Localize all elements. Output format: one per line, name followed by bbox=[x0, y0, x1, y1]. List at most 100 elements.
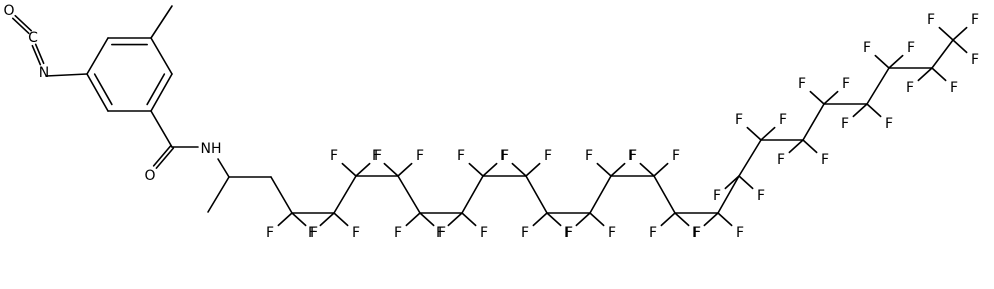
fluorine-label: F bbox=[438, 225, 446, 241]
isocyanate-carbon-label: C bbox=[28, 30, 38, 46]
c-f-bond bbox=[532, 212, 548, 227]
ring-bond bbox=[150, 73, 173, 112]
fluorine-label: F bbox=[779, 112, 787, 128]
fluorine-label: F bbox=[735, 112, 743, 128]
isocyanate-nitrogen-label: N bbox=[39, 65, 49, 81]
fluorine-label: F bbox=[736, 225, 744, 241]
fluorine-label: F bbox=[628, 148, 636, 164]
c-f-bond bbox=[724, 175, 740, 190]
c-f-bond bbox=[874, 54, 890, 69]
carbonyl-double-bond bbox=[155, 147, 175, 169]
carbonyl-double-bond bbox=[152, 145, 172, 167]
fluorine-label: F bbox=[374, 148, 382, 164]
c-f-bond bbox=[938, 26, 954, 41]
fluorine-label: F bbox=[906, 80, 914, 96]
c-f-bond bbox=[596, 162, 612, 177]
c-f-bond bbox=[760, 126, 776, 141]
c-f-bond bbox=[333, 212, 349, 227]
c-f-bond bbox=[674, 212, 690, 227]
chain-bond bbox=[717, 175, 740, 214]
chain-bond bbox=[270, 176, 293, 214]
c-f-bond bbox=[717, 212, 733, 227]
c-f-bond bbox=[866, 103, 882, 118]
fluorine-label: F bbox=[757, 188, 765, 204]
c-f-bond bbox=[610, 162, 626, 177]
c-f-bond bbox=[341, 162, 357, 177]
fluorine-label: F bbox=[501, 148, 509, 164]
fluorine-label: F bbox=[394, 225, 402, 241]
c-f-bond bbox=[653, 162, 669, 177]
c-f-bond bbox=[888, 54, 904, 69]
fluorine-label: F bbox=[480, 225, 488, 241]
carbonyl-carbon-bond bbox=[150, 110, 173, 148]
isocyanate-oc-bond bbox=[11, 17, 30, 35]
chain-bond bbox=[397, 175, 421, 214]
fluorine-label: F bbox=[629, 148, 637, 164]
chain-bond bbox=[866, 67, 890, 105]
c-f-bond bbox=[447, 212, 463, 227]
c-f-bond bbox=[525, 162, 541, 177]
ring-bond bbox=[86, 37, 109, 75]
ch-methyl-bond bbox=[207, 176, 230, 213]
c-f-bond bbox=[397, 162, 413, 177]
ring-inner-bond bbox=[146, 73, 166, 106]
chain-bond bbox=[802, 103, 825, 141]
fluorine-label: F bbox=[950, 80, 958, 96]
fluorine-label: F bbox=[693, 225, 701, 241]
carbonyl-oxygen-label: O bbox=[144, 168, 155, 184]
c-f-bond bbox=[823, 90, 839, 105]
fluorine-label: F bbox=[971, 12, 979, 28]
isocyanate-cn-bond bbox=[34, 43, 45, 65]
c-f-bond bbox=[461, 212, 477, 227]
ring-bond bbox=[150, 37, 173, 75]
c-f-bond bbox=[809, 90, 825, 105]
c-f-bond bbox=[546, 212, 562, 227]
c-f-bond bbox=[511, 162, 527, 177]
c-f-bond bbox=[319, 212, 335, 227]
c-f-bond bbox=[952, 39, 968, 54]
fluorine-label: F bbox=[863, 40, 871, 56]
fluorine-label: F bbox=[457, 148, 465, 164]
c-f-bond bbox=[703, 212, 719, 227]
fluorine-label: F bbox=[521, 225, 529, 241]
c-f-bond bbox=[660, 212, 676, 227]
isocyanate-oc-bond bbox=[14, 14, 33, 32]
fluorine-label: F bbox=[842, 76, 850, 92]
isocyanate-oxygen-label: O bbox=[3, 3, 14, 19]
fluorine-label: F bbox=[821, 152, 829, 168]
isocyanate-n-bond bbox=[45, 73, 88, 77]
fluorine-label: F bbox=[416, 148, 424, 164]
chain-bond bbox=[461, 175, 484, 214]
c-f-bond bbox=[482, 162, 498, 177]
c-f-bond bbox=[383, 162, 399, 177]
methyl-bond bbox=[150, 5, 173, 39]
c-f-bond bbox=[589, 212, 605, 227]
chain-bond bbox=[931, 39, 954, 69]
c-f-bond bbox=[802, 139, 818, 154]
fluorine-label: F bbox=[565, 225, 573, 241]
c-f-bond bbox=[746, 126, 762, 141]
fluorine-label: F bbox=[585, 148, 593, 164]
c-f-bond bbox=[405, 212, 421, 227]
fluorine-label: F bbox=[330, 148, 338, 164]
c-f-bond bbox=[291, 212, 307, 227]
fluorine-label: F bbox=[649, 225, 657, 241]
fluorine-label: F bbox=[308, 225, 316, 241]
c-f-bond bbox=[852, 103, 868, 118]
fluorine-label: F bbox=[692, 225, 700, 241]
fluorine-label: F bbox=[372, 148, 380, 164]
fluorine-label: F bbox=[310, 225, 318, 241]
c-f-bond bbox=[355, 162, 371, 177]
c-f-bond bbox=[931, 67, 947, 82]
fluorine-label: F bbox=[907, 40, 915, 56]
chain-bond bbox=[738, 139, 762, 177]
amide-nh-label: NH bbox=[201, 141, 222, 157]
fluorine-label: F bbox=[544, 148, 552, 164]
fluorine-label: F bbox=[564, 225, 572, 241]
isocyanate-cn-bond bbox=[31, 44, 42, 66]
chain-bond bbox=[525, 175, 548, 214]
fluorine-label: F bbox=[352, 225, 360, 241]
